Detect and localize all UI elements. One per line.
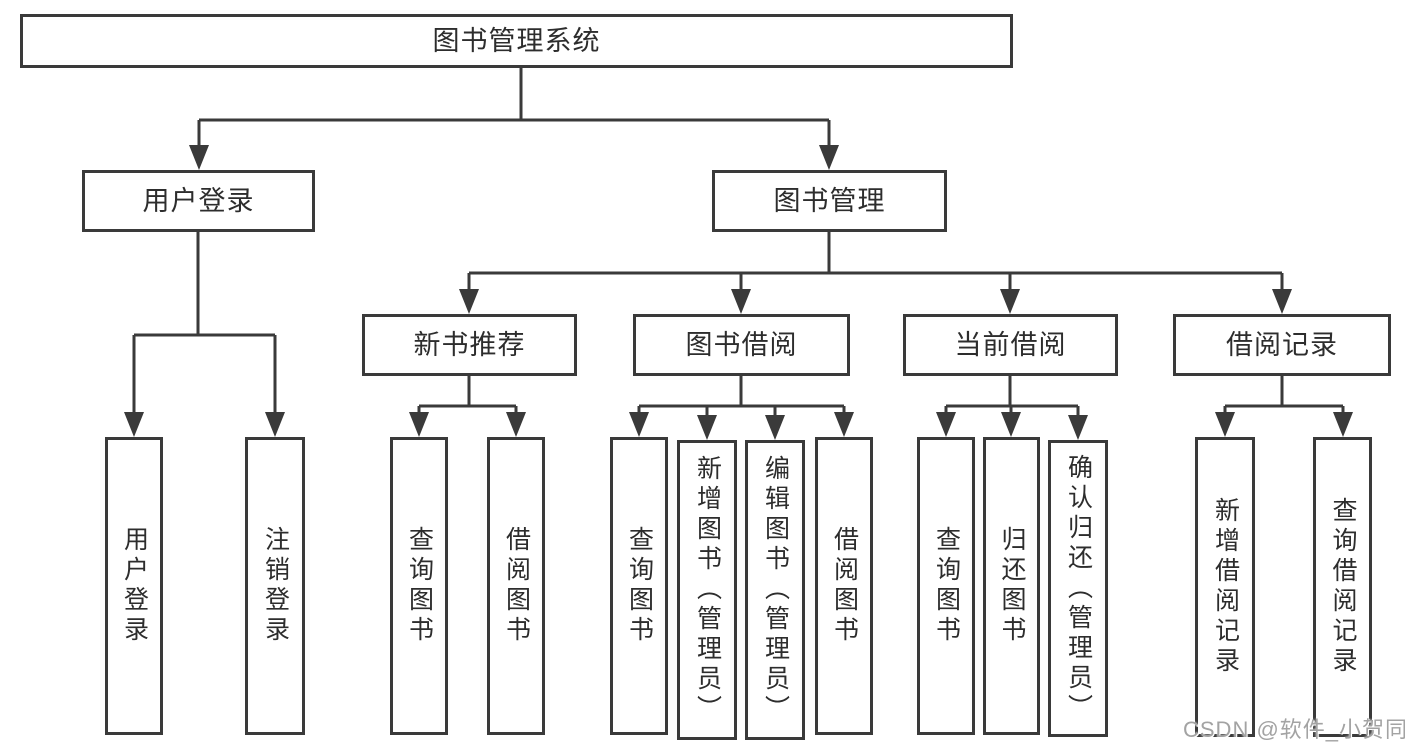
node-bb-query-book: 查询图书 [610,437,668,735]
node-cb-confirm-return: 确认归还（管理员） [1048,440,1108,737]
node-logout-label: 注销登录 [261,526,290,646]
node-br-query-record-label: 查询借阅记录 [1329,497,1357,677]
node-logout: 注销登录 [245,437,305,735]
node-cb-confirm-return-label: 确认归还（管理员） [1064,453,1093,724]
node-br-query-record: 查询借阅记录 [1313,437,1372,737]
node-new-book-rec-label: 新书推荐 [413,329,526,360]
node-bb-add-book-label: 新增图书（管理员） [693,455,722,725]
node-br-add-record: 新增借阅记录 [1195,437,1255,737]
node-nb-borrow-book: 借阅图书 [487,437,545,735]
node-bb-edit-book: 编辑图书（管理员） [745,440,805,740]
node-root-label: 图书管理系统 [432,25,601,56]
node-cb-query-book-label: 查询图书 [932,526,961,646]
node-bb-edit-book-label: 编辑图书（管理员） [761,455,790,725]
node-book-mgmt-label: 图书管理 [773,185,886,216]
node-book-borrow: 图书借阅 [633,314,850,376]
node-new-book-rec: 新书推荐 [362,314,577,376]
node-borrow-record: 借阅记录 [1173,314,1391,376]
arrowheads [124,145,1353,440]
node-user-login-leaf-label: 用户登录 [120,526,149,646]
node-borrow-record-label: 借阅记录 [1226,329,1338,360]
watermark: CSDN @软件_小贺同学 [1183,717,1405,742]
node-nb-borrow-book-label: 借阅图书 [502,526,531,646]
node-user-login: 用户登录 [82,170,315,232]
node-book-borrow-label: 图书借阅 [685,329,798,360]
connector-lines [132,68,1345,422]
node-root: 图书管理系统 [20,14,1013,68]
node-nb-query-book-label: 查询图书 [405,526,434,646]
node-bb-borrow-book: 借阅图书 [815,437,873,735]
node-bb-query-book-label: 查询图书 [625,526,654,646]
node-book-mgmt: 图书管理 [712,170,947,232]
node-user-login-leaf: 用户登录 [105,437,163,735]
node-br-add-record-label: 新增借阅记录 [1211,497,1240,677]
node-user-login-label: 用户登录 [142,185,255,216]
node-current-borrow: 当前借阅 [903,314,1118,376]
node-bb-add-book: 新增图书（管理员） [677,440,737,740]
node-bb-borrow-book-label: 借阅图书 [830,526,859,646]
node-cb-query-book: 查询图书 [917,437,975,735]
node-nb-query-book: 查询图书 [390,437,448,735]
node-cb-return-book-label: 归还图书 [998,526,1026,646]
node-cb-return-book: 归还图书 [983,437,1040,735]
node-current-borrow-label: 当前借阅 [954,329,1067,360]
